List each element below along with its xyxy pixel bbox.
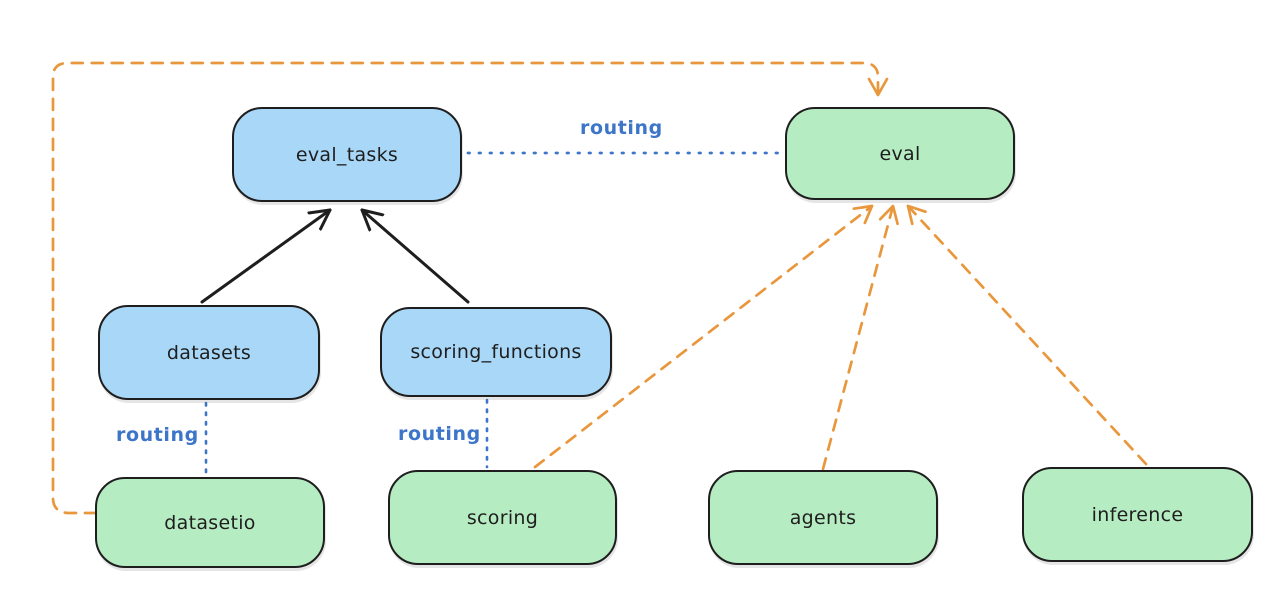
routing-label-top: routing — [580, 117, 663, 139]
edge-scoring-functions-to-eval-tasks — [360, 208, 470, 304]
node-scoring-functions-label: scoring_functions — [410, 341, 582, 363]
node-agents: agents — [708, 470, 938, 565]
node-eval-tasks-label: eval_tasks — [295, 143, 399, 166]
edge-datasets-to-eval-tasks — [200, 208, 332, 304]
node-scoring-functions: scoring_functions — [380, 307, 612, 397]
node-eval-tasks: eval_tasks — [232, 107, 462, 202]
node-inference-label: inference — [1091, 503, 1184, 526]
node-eval: eval — [785, 107, 1015, 200]
node-datasetio-label: datasetio — [164, 511, 256, 534]
node-datasets-label: datasets — [166, 341, 252, 364]
node-eval-label: eval — [879, 142, 921, 165]
edge-inference-to-eval — [906, 204, 1148, 466]
edge-datasetio-to-eval — [51, 61, 889, 515]
edge-scoring-to-eval — [533, 204, 874, 469]
routing-label-left: routing — [116, 424, 199, 446]
node-agents-label: agents — [789, 506, 857, 529]
node-datasetio: datasetio — [95, 477, 325, 568]
node-inference: inference — [1022, 467, 1253, 562]
node-datasets: datasets — [98, 305, 320, 400]
node-scoring: scoring — [388, 470, 617, 565]
edge-agents-to-eval — [821, 204, 899, 471]
node-scoring-label: scoring — [466, 506, 539, 529]
routing-label-middle: routing — [398, 423, 481, 445]
